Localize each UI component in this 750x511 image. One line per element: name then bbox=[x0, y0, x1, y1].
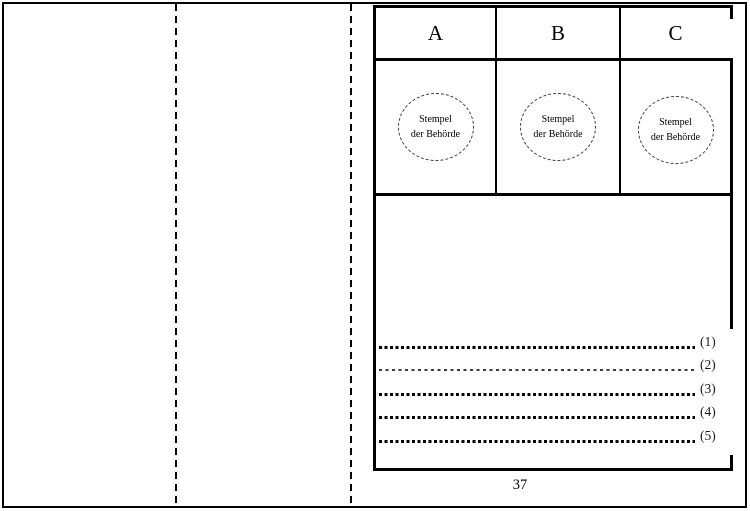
authority-stamp-placeholder-a: Stempel der Behörde bbox=[397, 93, 474, 161]
stamp-text-line1: Stempel bbox=[419, 114, 452, 125]
stamp-cell-c: Stempel der Behörde bbox=[621, 61, 730, 193]
fold-line-right bbox=[350, 4, 352, 505]
table-border-left bbox=[373, 5, 376, 471]
stamp-text-line2: der Behörde bbox=[533, 129, 583, 140]
stamp-text-line1: Stempel bbox=[659, 117, 692, 128]
dotted-fill-line-1 bbox=[379, 346, 695, 349]
line-number-label-1: (1) bbox=[700, 334, 716, 349]
stamp-text-line1: Stempel bbox=[541, 114, 575, 125]
header-cell-b: B bbox=[497, 8, 619, 58]
header-cell-c: C bbox=[621, 8, 730, 58]
fold-line-left bbox=[175, 4, 177, 505]
column-divider-b-c bbox=[619, 8, 621, 196]
table-border-bottom bbox=[373, 468, 733, 471]
dotted-fill-line-3 bbox=[379, 393, 695, 396]
dotted-fill-line-2 bbox=[379, 369, 695, 371]
header-cell-a: A bbox=[376, 8, 495, 58]
dotted-fill-line-4 bbox=[379, 416, 695, 419]
column-label-b: B bbox=[550, 20, 565, 45]
line-number-label-3: (3) bbox=[700, 381, 716, 396]
table-stamp-row-divider bbox=[373, 193, 733, 196]
table-border-right-top bbox=[730, 5, 733, 19]
line-number-label-2: (2) bbox=[700, 357, 716, 372]
table-border-right-bottom bbox=[730, 455, 733, 471]
column-label-c: C bbox=[668, 20, 683, 45]
stamp-cell-b: Stempel der Behörde bbox=[497, 61, 619, 193]
line-number-label-4: (4) bbox=[700, 404, 716, 419]
page-number: 37 bbox=[512, 477, 528, 493]
stamp-text-line2: der Behörde bbox=[410, 129, 461, 140]
column-divider-a-b bbox=[495, 8, 497, 196]
authority-stamp-placeholder-c: Stempel der Behörde bbox=[637, 96, 714, 164]
line-number-label-5: (5) bbox=[700, 428, 716, 443]
dotted-fill-line-5 bbox=[379, 440, 695, 443]
stamp-cell-a: Stempel der Behörde bbox=[376, 61, 495, 193]
table-border-top bbox=[373, 5, 733, 8]
table-border-right bbox=[730, 58, 733, 329]
column-label-a: A bbox=[427, 20, 444, 45]
authority-stamp-placeholder-b: Stempel der Behörde bbox=[520, 93, 596, 161]
stamp-table: A B C Stempel der Behörde Stempel der Be… bbox=[373, 5, 733, 471]
stamp-text-line2: der Behörde bbox=[650, 132, 701, 143]
table-header-divider bbox=[373, 58, 733, 61]
